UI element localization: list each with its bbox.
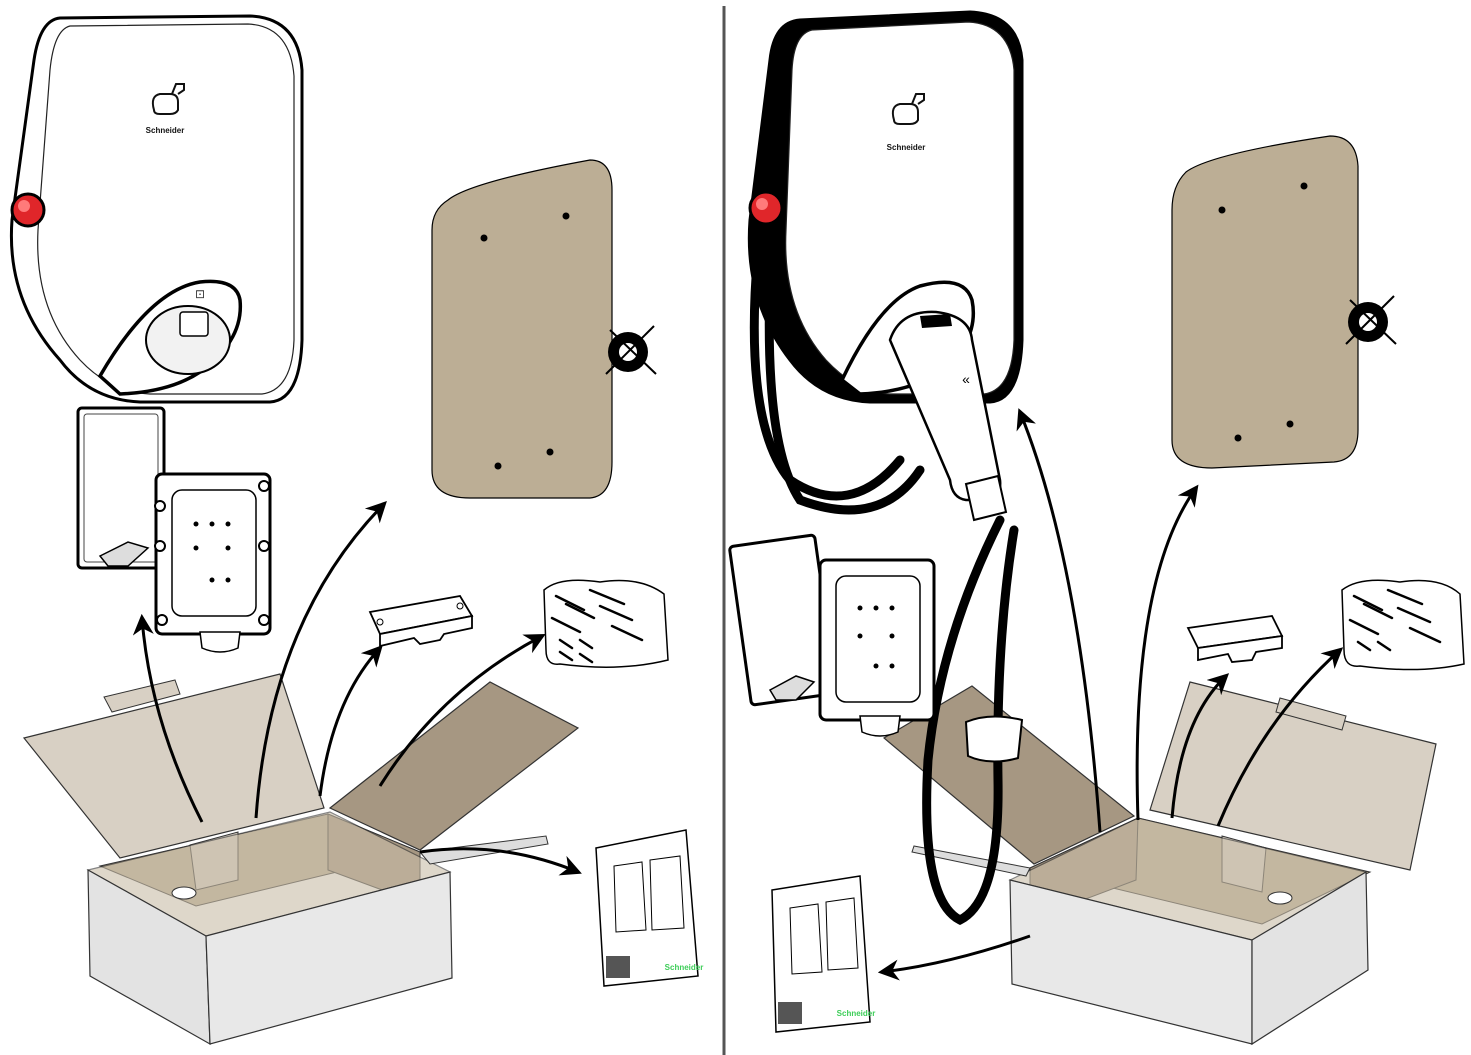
installation-manual: Schneider (596, 830, 703, 986)
wall-template-right (1172, 136, 1396, 468)
manual-brand-label-right: Schneider (837, 1009, 876, 1018)
charger-brand-label: Schneider (146, 126, 185, 135)
lock-icon: ⊡ (195, 287, 205, 301)
screw-bag-right (1342, 580, 1464, 669)
installation-manual-right: Schneider (772, 876, 875, 1032)
charger-brand-label-right: Schneider (887, 143, 926, 152)
screw-bag (544, 580, 668, 667)
no-drill-icon (606, 326, 656, 374)
right-panel: Schneider « (729, 12, 1464, 1044)
mounting-plate-right (729, 535, 934, 736)
left-panel: ⊡ Schneider (11, 16, 703, 1044)
bracket (370, 596, 472, 646)
charger-unit: ⊡ Schneider (11, 16, 302, 402)
open-box (24, 674, 578, 1044)
manual-brand-label: Schneider (665, 963, 704, 972)
svg-text:«: « (962, 371, 970, 387)
mounting-plate (78, 408, 270, 652)
no-drill-icon-right (1346, 296, 1396, 344)
bracket-right (1188, 616, 1282, 662)
wall-template (432, 160, 656, 498)
